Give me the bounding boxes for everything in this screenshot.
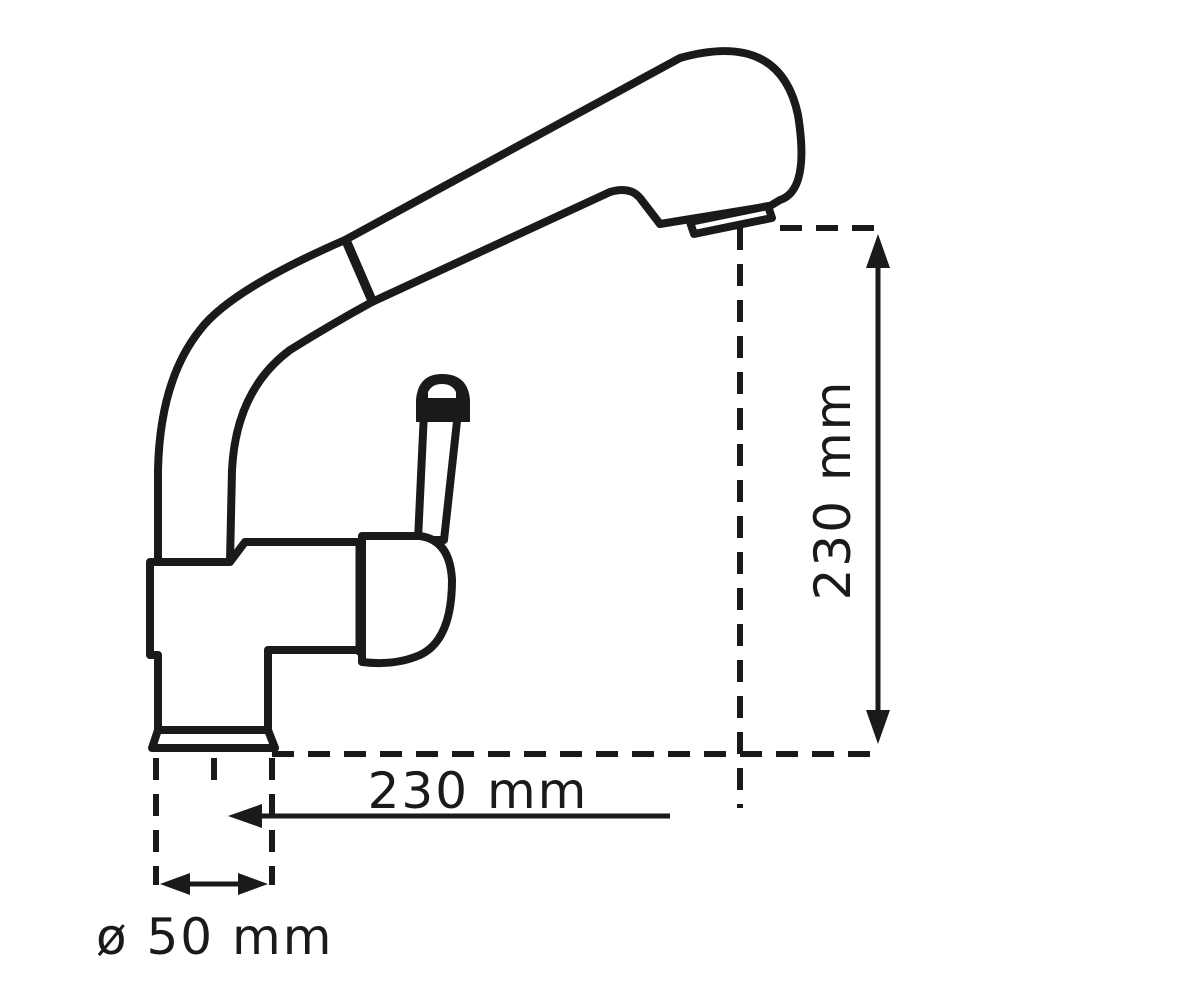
spout-seam [344, 238, 377, 304]
reach-dimension: 230 mm [228, 762, 670, 828]
faucet-drawing [146, 47, 806, 752]
reach-label: 230 mm [368, 762, 589, 820]
height-dimension: 230 mm [804, 234, 890, 744]
faucet-body [146, 538, 364, 734]
aerator [686, 202, 776, 238]
height-arrow-top [866, 234, 890, 268]
diameter-arrow-right [238, 873, 268, 895]
diameter-arrow-left [160, 873, 190, 895]
height-arrow-bottom [866, 710, 890, 744]
diameter-dimension: ø 50 mm [96, 873, 333, 966]
height-label: 230 mm [804, 380, 862, 601]
spout-head [341, 47, 806, 306]
spout-neck [154, 236, 376, 566]
diameter-label: ø 50 mm [96, 908, 333, 966]
base-flange [148, 726, 279, 752]
cartridge-cap [358, 532, 456, 668]
lever-rod [414, 408, 462, 544]
dimension-guides [153, 225, 880, 885]
reach-arrow-left [228, 804, 262, 828]
